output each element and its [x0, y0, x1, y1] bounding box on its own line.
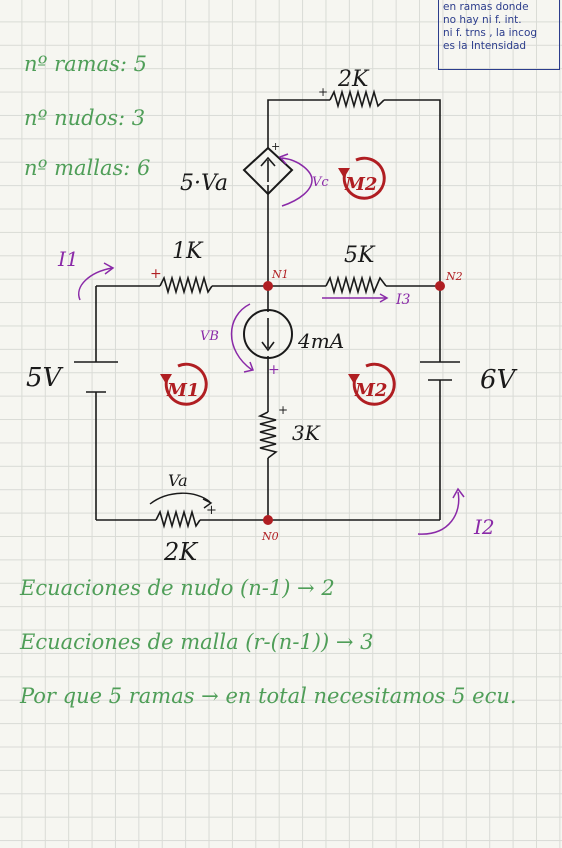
label-r-5k: 5K: [344, 243, 376, 268]
label-6v: 6V: [480, 365, 518, 395]
note-line-2: no hay ni f. int.: [443, 14, 522, 26]
current-source-arrow-head: [261, 341, 275, 352]
equation-total: Por que 5 ramas → en total necesitamos 5…: [20, 684, 517, 708]
mesh-m2-ring: [352, 362, 396, 406]
count-ramas: nº ramas: 5: [24, 52, 147, 76]
label-plus-1k: +: [150, 266, 162, 282]
equation-nudo: Ecuaciones de nudo (n-1) → 2: [20, 576, 335, 600]
note-line-4: es la Intensidad: [443, 40, 527, 52]
mesh-m2-label: M2: [354, 380, 387, 401]
vb-arrow-head: [243, 361, 255, 373]
wire-top-right: [384, 99, 441, 286]
resistor-3k: [257, 411, 278, 459]
i3-arrow-head: [379, 293, 389, 303]
note-line-1: en ramas donde: [443, 1, 529, 13]
resistor-1k: [159, 275, 213, 295]
i1-arrow-head: [103, 262, 115, 275]
label-i1: I1: [57, 247, 79, 271]
resistor-2k-bottom: [155, 509, 201, 529]
label-n1: N1: [271, 268, 289, 281]
label-5v: 5V: [26, 363, 64, 393]
node-n2: [435, 281, 445, 291]
mesh-m2-top-label: M2: [344, 174, 377, 195]
dep-source-arrow-head: [260, 156, 276, 167]
label-current-source: 4mA: [297, 329, 344, 353]
mesh-m2-top-arrow-head: [338, 168, 350, 178]
label-plus-vb: +: [268, 362, 280, 378]
label-va: Va: [168, 471, 188, 490]
i1-arrow: [78, 267, 113, 301]
label-plus-r-top: +: [318, 85, 328, 99]
vc-arc-arrow: [281, 157, 313, 207]
count-nudos: nº nudos: 3: [24, 106, 146, 130]
label-i3: I3: [395, 292, 411, 308]
node-n1: [263, 281, 273, 291]
label-vc: Vc: [312, 175, 329, 190]
mesh-m2-arrow-head: [348, 374, 360, 384]
mesh-m1-ring: [164, 362, 208, 406]
node-n0: [263, 515, 273, 525]
label-r-bottom: 2K: [163, 538, 199, 566]
va-arc-arrow: [149, 492, 211, 505]
i2-arrow-head: [452, 487, 465, 499]
label-r-1k: 1K: [172, 239, 204, 264]
equation-malla: Ecuaciones de malla (r-(n-1)) → 3: [20, 630, 374, 654]
current-source-circle: [243, 309, 293, 359]
mesh-m2-top-ring: [342, 156, 386, 200]
label-i2: I2: [473, 515, 495, 539]
resistor-5k: [325, 275, 387, 295]
vb-arc-arrow: [230, 303, 253, 371]
note-line-3: ni f. trns , la incog: [443, 27, 538, 39]
vc-arrow-head: [278, 153, 289, 165]
count-mallas: nº mallas: 6: [24, 156, 151, 180]
label-plus-dep: +: [271, 140, 280, 153]
resistor-2k-top: [329, 89, 385, 109]
label-r-top: 2K: [337, 67, 370, 92]
label-r-3k: 3K: [292, 421, 321, 445]
i2-arrow: [417, 491, 460, 535]
label-plus-va: +: [206, 503, 217, 518]
mesh-m1-label: M1: [166, 380, 199, 401]
label-n2: N2: [445, 270, 463, 283]
note-box: en ramas donde no hay ni f. int. ni f. t…: [438, 0, 560, 70]
label-dep-source: 5·Va: [180, 171, 228, 196]
mesh-m1-arrow-head: [160, 374, 172, 384]
label-vb: VB: [200, 329, 219, 344]
label-n0: N0: [261, 530, 279, 543]
wire-top-loop-upper: [267, 99, 330, 148]
label-plus-3k: +: [278, 403, 288, 417]
va-arrow-head: [202, 498, 213, 509]
